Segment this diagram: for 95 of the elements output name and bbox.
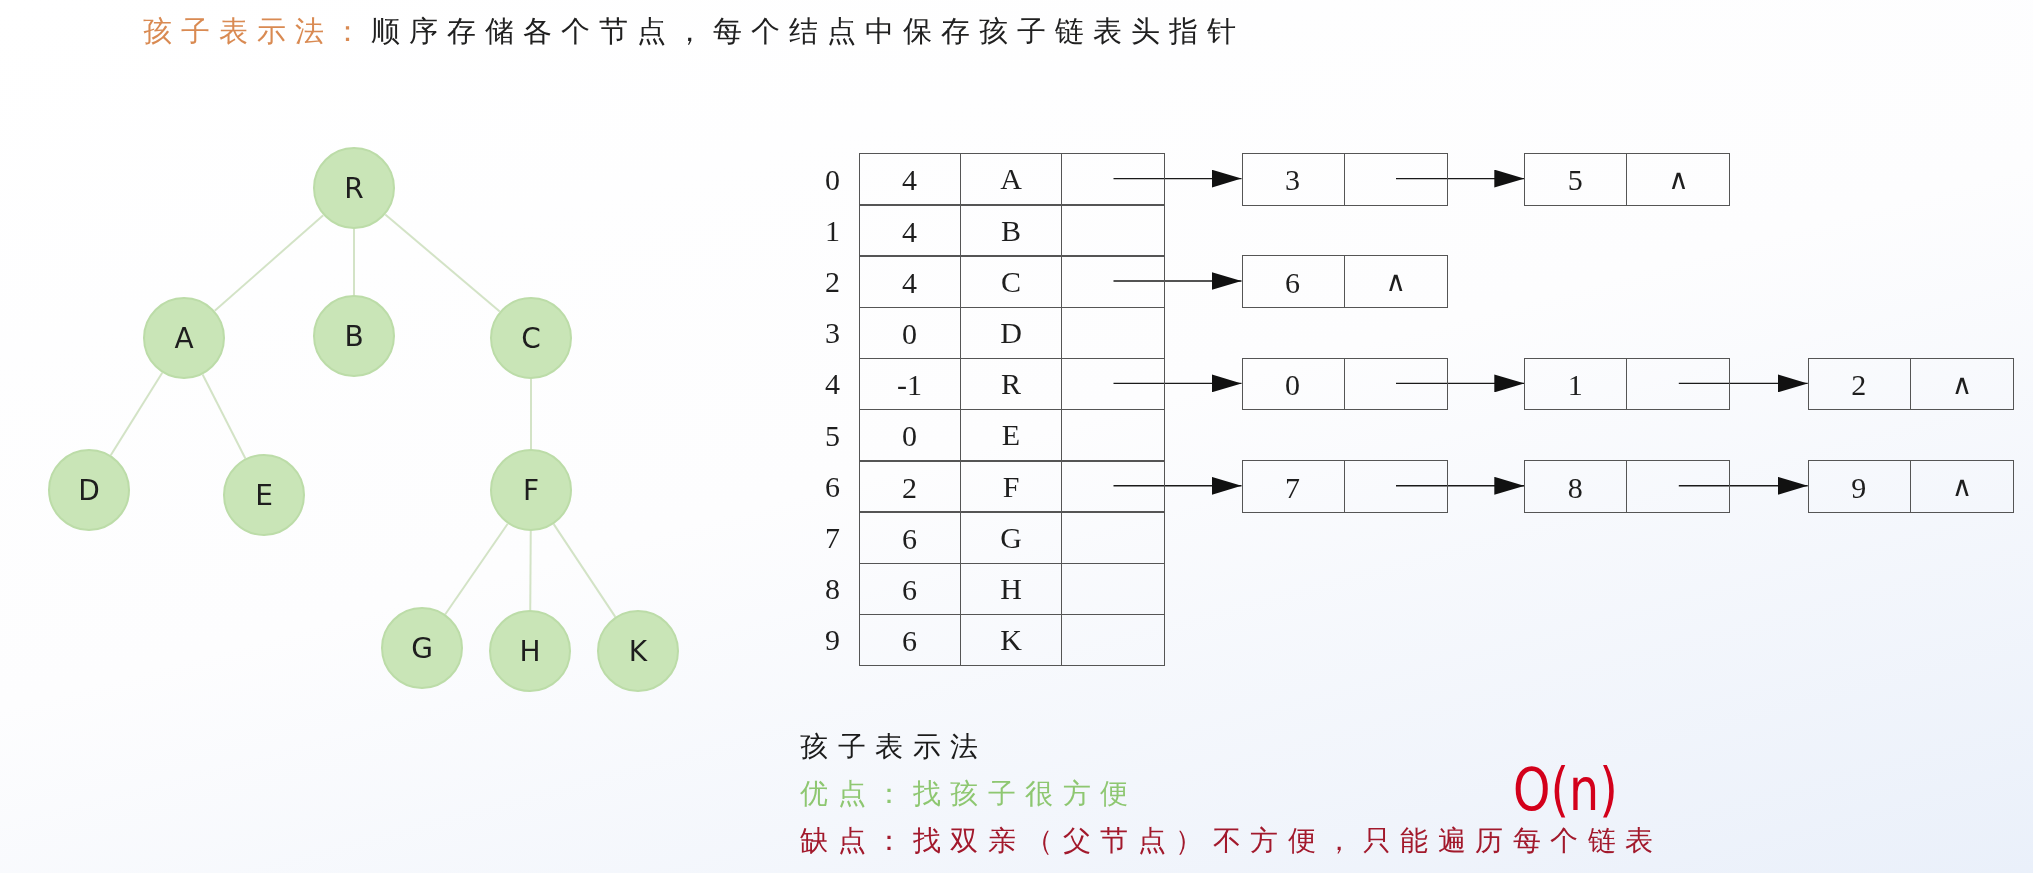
arrow xyxy=(1395,476,1525,495)
table-cell: F xyxy=(960,461,1062,512)
table-cell: G xyxy=(960,512,1062,564)
row-index: 4 xyxy=(825,366,840,400)
data-value: 0 xyxy=(1285,367,1300,401)
table-row xyxy=(859,255,1165,309)
list-node xyxy=(1807,460,2014,513)
list-node xyxy=(1241,357,1448,411)
list-node xyxy=(1241,153,1448,206)
connector-line xyxy=(529,530,532,611)
connector-line xyxy=(552,523,617,618)
table-cell: K xyxy=(960,614,1062,666)
row-index: 6 xyxy=(825,469,840,503)
data-value: 1 xyxy=(1567,367,1583,401)
row-index: 9 xyxy=(825,622,840,656)
parent-number: 4 xyxy=(902,162,917,196)
table-row xyxy=(859,613,1165,667)
title: 孩子表示法：顺序存储各个节点，每个结点中保存孩子链表头指针 xyxy=(143,13,1245,50)
tree-node: R xyxy=(313,147,395,229)
row-index: 8 xyxy=(825,571,840,605)
tree-node: E xyxy=(223,454,305,536)
arrow xyxy=(1112,374,1243,393)
data-value: 9 xyxy=(1851,470,1867,504)
connector-line xyxy=(201,373,247,460)
data-value: 6 xyxy=(1285,265,1300,299)
parent-number: 4 xyxy=(902,265,917,299)
row-index: 0 xyxy=(825,162,840,196)
row-index: 1 xyxy=(825,213,840,247)
list-node xyxy=(1524,153,1731,206)
list-node xyxy=(1524,357,1731,411)
data-value: 7 xyxy=(1285,470,1300,504)
row-index: 2 xyxy=(825,264,840,298)
list-node xyxy=(1524,460,1731,513)
table-cell: C xyxy=(960,256,1062,308)
table-row xyxy=(859,562,1165,616)
arrow xyxy=(1112,169,1243,188)
handwritten-note: O(n) xyxy=(1513,758,1618,822)
data-value: 8 xyxy=(1567,470,1583,504)
subheading: 孩子表示法 xyxy=(800,729,988,765)
list-node xyxy=(1807,357,2014,411)
tree-node: K xyxy=(597,610,679,692)
pointer-cell: ∧ xyxy=(1626,154,1730,205)
connector-line xyxy=(353,228,355,296)
tree-node: D xyxy=(48,449,130,531)
tree-node: H xyxy=(489,610,571,692)
arrow xyxy=(1395,169,1525,188)
parent-number: 0 xyxy=(902,316,917,350)
tree-node: F xyxy=(490,449,572,531)
arrow xyxy=(1112,272,1243,290)
parent-number: -1 xyxy=(897,367,922,401)
arrow xyxy=(1395,374,1525,393)
connector-line xyxy=(109,371,164,457)
table-row xyxy=(859,204,1165,257)
list-node xyxy=(1241,255,1448,309)
list-node xyxy=(1241,460,1448,513)
table-cell: A xyxy=(960,154,1062,205)
table-row xyxy=(859,357,1165,411)
table-row xyxy=(859,409,1165,462)
table-cell: R xyxy=(960,358,1062,410)
parent-number: 0 xyxy=(902,418,917,452)
data-value: 2 xyxy=(1851,367,1867,401)
table-cell: B xyxy=(960,205,1062,256)
pointer-cell: ∧ xyxy=(1909,358,2014,410)
tree-node: A xyxy=(143,297,225,379)
parent-number: 6 xyxy=(902,572,917,606)
arrow xyxy=(1678,374,1809,393)
row-index: 7 xyxy=(825,520,840,554)
arrow xyxy=(1112,476,1243,495)
connector-line xyxy=(444,522,509,616)
pointer-cell: ∧ xyxy=(1909,461,2014,512)
data-value: 5 xyxy=(1567,162,1583,196)
table-row xyxy=(859,306,1165,360)
table-row xyxy=(859,153,1165,206)
pointer-cell: ∧ xyxy=(1343,256,1447,308)
note-text: 缺点：找双亲（父节点）不方便，只能遍历每个链表 xyxy=(800,823,1663,859)
table-cell: E xyxy=(960,410,1062,461)
table-cell: H xyxy=(960,563,1062,615)
row-index: 3 xyxy=(825,315,840,349)
parent-number: 2 xyxy=(902,470,917,504)
table-cell: D xyxy=(960,307,1062,359)
table-row xyxy=(859,460,1165,513)
tree-node: B xyxy=(313,295,395,377)
tree-node: G xyxy=(381,607,463,689)
connector-line xyxy=(530,378,532,450)
table-row xyxy=(859,511,1165,565)
parent-number: 4 xyxy=(902,214,917,248)
parent-number: 6 xyxy=(902,623,917,657)
tree-node: C xyxy=(490,297,572,379)
connector-line xyxy=(384,213,501,313)
connector-line xyxy=(213,214,325,312)
note-text: 优点：找孩子很方便 xyxy=(800,776,1138,812)
row-index: 5 xyxy=(825,418,840,452)
arrow xyxy=(1678,476,1809,495)
data-value: 3 xyxy=(1285,162,1300,196)
parent-number: 6 xyxy=(902,521,917,555)
